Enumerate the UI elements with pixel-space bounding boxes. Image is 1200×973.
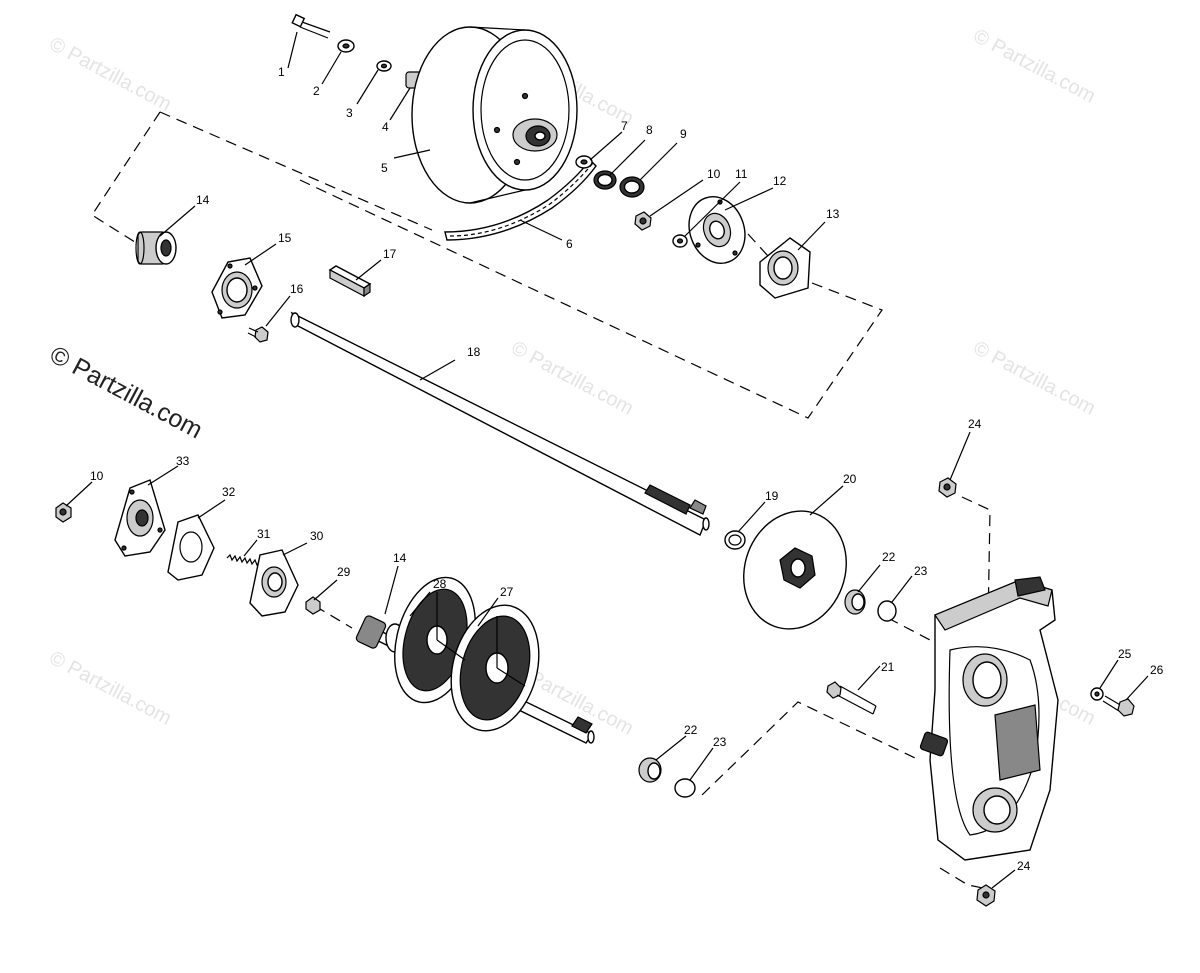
washer-part-25 [1090, 687, 1104, 701]
watermark: © Partzilla.com [508, 337, 637, 420]
callout-1: 1 [278, 65, 285, 79]
assembly-lines [91, 111, 991, 889]
o-ring-part-23-upper [877, 600, 897, 622]
ring-part-19 [724, 530, 746, 550]
callout-14-lower: 14 [393, 551, 407, 565]
drive-shaft-assembly [355, 576, 595, 744]
nut-part-10-upper [634, 211, 652, 231]
watermark: © Partzilla.com [970, 25, 1099, 108]
bearing-part-14-upper [135, 231, 177, 265]
callout-19: 19 [765, 489, 779, 503]
washer-part-2 [337, 39, 355, 53]
copyright-text: © Partzilla.com [45, 341, 207, 445]
callout-23-lower: 23 [713, 735, 727, 749]
callout-2: 2 [313, 84, 320, 98]
callout-22-lower: 22 [684, 723, 698, 737]
callout-18: 18 [467, 345, 481, 359]
callout-6: 6 [566, 237, 573, 251]
flange-part-15 [211, 257, 263, 319]
callout-31: 31 [257, 527, 271, 541]
callout-29: 29 [337, 565, 351, 579]
shaft-part-18 [290, 311, 710, 536]
callout-9: 9 [680, 127, 687, 141]
plug-part-29 [305, 596, 321, 615]
callout-28: 28 [433, 577, 447, 591]
bolt-part-16 [247, 326, 269, 343]
nut-part-24-upper [938, 477, 957, 498]
bushing-part-22-lower [638, 757, 662, 783]
chaincase-housing [919, 576, 1059, 861]
callout-25: 25 [1118, 647, 1132, 661]
callout-22-upper: 22 [882, 550, 896, 564]
watermark: © Partzilla.com [46, 33, 175, 116]
callout-26: 26 [1150, 663, 1164, 677]
nut-part-24-lower [976, 884, 996, 907]
callout-4: 4 [382, 120, 389, 134]
washer-part-7 [575, 155, 593, 169]
flange-part-30 [249, 549, 299, 617]
callout-30: 30 [310, 529, 324, 543]
washer-part-11 [672, 234, 688, 248]
leader-lines [65, 31, 1149, 889]
gasket-part-32 [167, 514, 215, 581]
spring-part-31 [226, 553, 261, 567]
callout-23-upper: 23 [914, 564, 928, 578]
bushing-part-22-upper [844, 589, 866, 615]
washer-part-3 [376, 60, 392, 72]
callout-8: 8 [646, 123, 653, 137]
callout-13: 13 [826, 207, 840, 221]
callout-33: 33 [176, 454, 190, 468]
seal-part-8 [593, 170, 617, 190]
disc-part-20 [743, 510, 847, 630]
bolt-part-1 [291, 13, 331, 39]
callout-16: 16 [290, 282, 304, 296]
callout-5: 5 [381, 161, 388, 175]
callout-24-upper: 24 [968, 417, 982, 431]
seal-part-9 [619, 176, 645, 198]
callout-12: 12 [773, 174, 787, 188]
o-ring-part-23-lower [674, 778, 696, 798]
pulley-part-5 [411, 26, 578, 204]
plate-part-12 [688, 196, 746, 264]
callout-20: 20 [843, 472, 857, 486]
callout-7: 7 [621, 119, 628, 133]
callout-3: 3 [346, 106, 353, 120]
callout-11: 11 [735, 167, 748, 181]
chain-part-6 [444, 158, 597, 241]
callout-10-lower: 10 [90, 469, 104, 483]
callout-21: 21 [881, 660, 895, 674]
callout-numbers: 1 2 3 4 5 6 7 8 9 10 11 12 13 14 15 16 1… [90, 65, 1164, 873]
key-part-17 [328, 265, 372, 298]
nut-part-10-lower [55, 502, 72, 523]
callout-15: 15 [278, 231, 292, 245]
callout-32: 32 [222, 485, 236, 499]
flange-part-13 [759, 237, 811, 299]
callout-17: 17 [383, 247, 397, 261]
callout-14-upper: 14 [196, 193, 210, 207]
callout-24-lower: 24 [1017, 859, 1031, 873]
callout-27: 27 [500, 585, 514, 599]
bolt-part-26 [1102, 695, 1135, 717]
watermark: © Partzilla.com [970, 337, 1099, 420]
bearing-flange-part-33 [114, 479, 166, 557]
bolt-part-21 [826, 681, 877, 715]
callout-10-upper: 10 [707, 167, 721, 181]
watermark: © Partzilla.com [46, 647, 175, 730]
